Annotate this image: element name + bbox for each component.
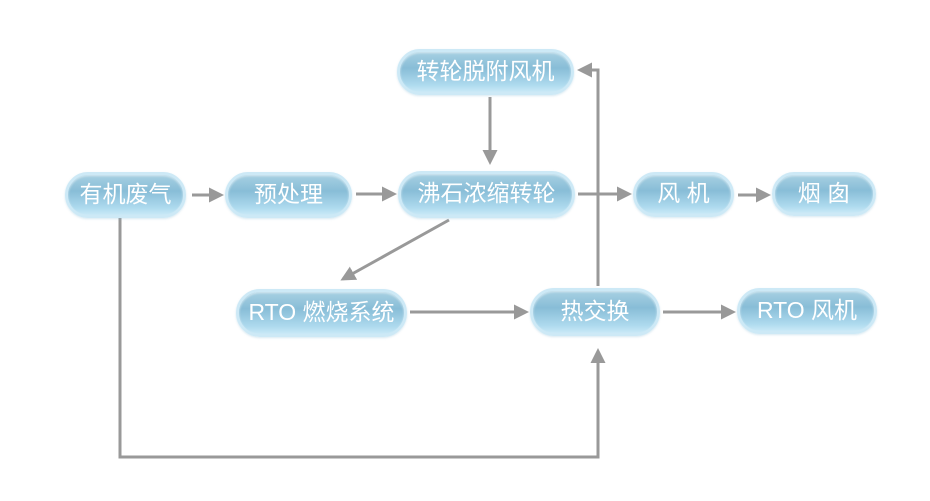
node-desorption-fan: 转轮脱附风机 (397, 49, 574, 95)
node-rto-fan: RTO 风机 (737, 288, 877, 334)
node-zeolite-rotor-label: 沸石浓缩转轮 (417, 180, 556, 206)
node-organic-waste-gas: 有机废气 (65, 172, 186, 218)
node-desorption-fan-label: 转轮脱附风机 (416, 57, 555, 84)
edge-zeolite-to-rto-combustion (340, 218, 450, 281)
node-zeolite-rotor: 沸石浓缩转轮 (398, 171, 575, 218)
node-rto-fan-label: RTO 风机 (756, 296, 858, 323)
edge-heat-exchange-to-desorption-fan (577, 62, 600, 286)
edge-organic-to-heat-exchange (118, 218, 606, 459)
node-pretreatment-label: 预处理 (254, 180, 323, 207)
node-rto-combustion: RTO 燃烧系统 (236, 289, 407, 337)
node-chimney-label: 烟 囱 (797, 179, 851, 206)
node-pretreatment: 预处理 (225, 172, 352, 218)
node-heat-exchange-label: 热交换 (560, 297, 630, 324)
node-heat-exchange: 热交换 (530, 288, 660, 336)
node-chimney: 烟 囱 (772, 172, 876, 216)
node-rto-combustion-label: RTO 燃烧系统 (248, 298, 395, 325)
node-fan-label: 风 机 (657, 180, 710, 206)
node-fan: 风 机 (633, 172, 734, 217)
node-organic-waste-gas-label: 有机废气 (79, 180, 172, 207)
